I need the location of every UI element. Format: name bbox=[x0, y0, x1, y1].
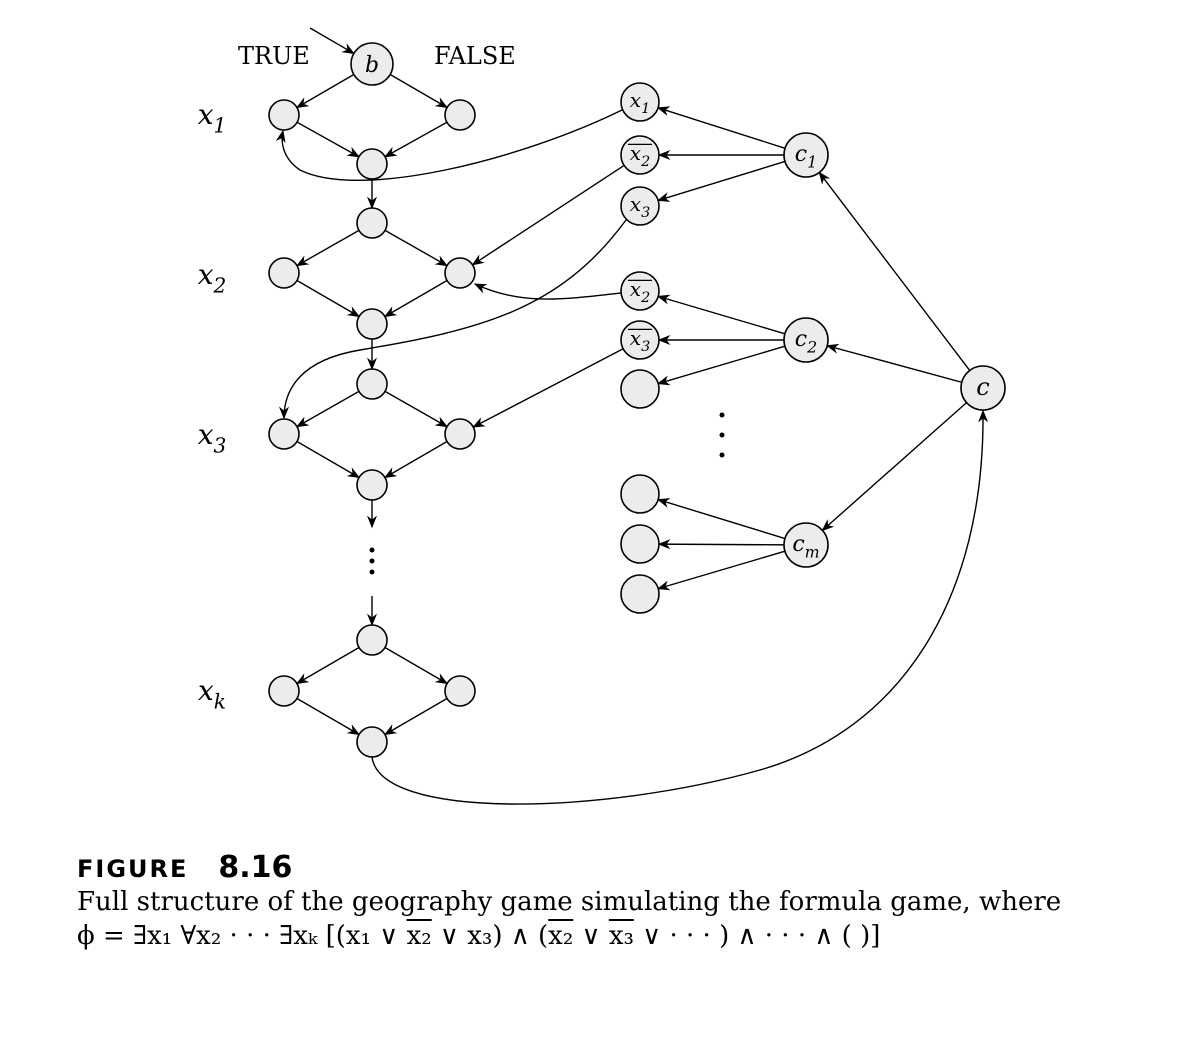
diamond-4-bottom bbox=[356, 726, 388, 758]
formula-prefix: ϕ = ∃x₁ ∀x₂ · · · ∃xₖ [(x₁ ∨ bbox=[77, 921, 407, 951]
edge-xk-bottom-to-c bbox=[371, 409, 989, 805]
figure-number: 8.16 bbox=[218, 850, 293, 885]
variable-label-4: xk bbox=[198, 674, 226, 713]
literal-label-5: x3 bbox=[630, 326, 650, 355]
blank-literal-node-2 bbox=[620, 474, 660, 514]
edge-d1-top-false bbox=[389, 73, 449, 109]
clause-label-1: c1 bbox=[795, 142, 817, 172]
variable-label-3: x3 bbox=[198, 418, 227, 457]
edge-c-c2 bbox=[826, 343, 962, 383]
literal-label-3: x3 bbox=[630, 192, 650, 221]
true-label: TRUE bbox=[238, 42, 310, 70]
vertical-ellipsis-left bbox=[369, 547, 375, 575]
blank-literal-node-4 bbox=[620, 574, 660, 614]
edge-d2-false-bottom bbox=[383, 279, 448, 318]
diamond-2-bottom bbox=[356, 308, 388, 340]
clause-node-2 bbox=[783, 317, 829, 363]
geography-game-diagram: b x1 x2 x3 xk x1 x2 x3 x2 x3 c1 c2 cm c TRUE FALSE bbox=[198, 27, 1006, 805]
edge-d2-true-bottom bbox=[296, 279, 361, 318]
diamond-3-false bbox=[444, 418, 476, 450]
diamond-2-false bbox=[444, 257, 476, 289]
edge-lit-x3-true bbox=[278, 219, 627, 420]
edge-c-c1 bbox=[818, 171, 971, 371]
edge-d4-top-false bbox=[384, 646, 449, 685]
start-node-b bbox=[350, 42, 394, 86]
clause-node-3 bbox=[783, 522, 829, 568]
edge-d4-top-true bbox=[295, 646, 360, 685]
literal-node-2 bbox=[620, 135, 660, 175]
diamond-2-top bbox=[356, 207, 388, 239]
edge-d3-false-bottom bbox=[383, 440, 448, 479]
literal-node-1 bbox=[620, 82, 660, 122]
formula-or: ∨ bbox=[573, 921, 609, 951]
root-clause-label: c bbox=[976, 373, 989, 401]
edge-d4-true-bottom bbox=[296, 697, 361, 736]
diamond-1-false bbox=[444, 99, 476, 131]
variable-label-1: x1 bbox=[198, 98, 227, 137]
literal-label-4: x2 bbox=[630, 277, 650, 306]
caption-heading: FIGURE 8.16 bbox=[77, 850, 1137, 885]
figure-word: FIGURE bbox=[77, 855, 189, 883]
edge-d4-false-bottom bbox=[383, 697, 448, 736]
diamond-2-true bbox=[268, 257, 300, 289]
literal-label-2: x2 bbox=[630, 141, 650, 170]
start-node-label: b bbox=[365, 53, 379, 78]
clause-node-1 bbox=[783, 132, 829, 178]
variable-label-2: x2 bbox=[198, 258, 227, 297]
edge-d1-top-true bbox=[295, 73, 355, 109]
caption-text: Full structure of the geography game sim… bbox=[77, 887, 1062, 917]
false-label: FALSE bbox=[434, 42, 516, 70]
root-clause-node bbox=[960, 365, 1006, 411]
edge-c2-lit1 bbox=[657, 294, 786, 335]
literal-node-5 bbox=[620, 320, 660, 360]
blank-literal-node-1 bbox=[620, 369, 660, 409]
edge-d3-top-false bbox=[384, 390, 449, 428]
edge-lit-x1-true bbox=[275, 109, 623, 181]
diamond-4-top bbox=[356, 624, 388, 656]
nodes: b x1 x2 x3 xk x1 x2 x3 x2 x3 c1 c2 cm c bbox=[198, 42, 1006, 758]
edge-lit-nx2b-false bbox=[473, 283, 622, 300]
diamond-4-false bbox=[444, 675, 476, 707]
edge-lit-nx2-false bbox=[471, 164, 625, 266]
literal-label-1: x1 bbox=[630, 88, 650, 117]
edge-d2-top-false bbox=[384, 229, 449, 267]
formula-neg-x3: x₃ bbox=[608, 921, 634, 951]
diamond-1-bottom bbox=[356, 148, 388, 180]
edge-d2-top-true bbox=[295, 229, 360, 267]
edge-d1-false-bottom bbox=[384, 121, 448, 158]
edge-cm-lit1 bbox=[656, 498, 786, 540]
formula-neg-x2: x₂ bbox=[406, 921, 432, 951]
edge-c1-lit3 bbox=[656, 160, 786, 202]
edge-c-cm bbox=[821, 402, 968, 532]
diamond-3-top bbox=[356, 368, 388, 400]
edge-cm-lit2 bbox=[657, 539, 785, 550]
edge-c1-lit1 bbox=[656, 106, 786, 149]
clause-label-3: cm bbox=[792, 532, 819, 562]
literal-node-3 bbox=[620, 186, 660, 226]
literal-node-4 bbox=[620, 271, 660, 311]
diamond-1-true bbox=[268, 99, 300, 131]
edge-lit-nx3-false bbox=[472, 348, 624, 428]
formula-neg-x2-b: x₂ bbox=[548, 921, 574, 951]
edge-cm-lit3 bbox=[657, 550, 786, 591]
edge-d3-true-bottom bbox=[296, 440, 361, 479]
diamond-3-true bbox=[268, 418, 300, 450]
edge-d3-top-true bbox=[295, 390, 360, 428]
edges bbox=[275, 27, 989, 805]
blank-literal-node-3 bbox=[620, 524, 660, 564]
formula-tail: ∨ · · · ) ∧ · · · ∧ ( )] bbox=[633, 921, 881, 951]
diamond-3-bottom bbox=[356, 469, 388, 501]
caption-formula: ϕ = ∃x₁ ∀x₂ · · · ∃xₖ [(x₁ ∨ x₂ ∨ x₃) ∧ … bbox=[77, 919, 1137, 953]
edge-c2-lit3 bbox=[657, 345, 786, 386]
clause-label-2: c2 bbox=[795, 327, 817, 357]
start-arrow bbox=[309, 27, 355, 55]
diamond-4-true bbox=[268, 675, 300, 707]
edge-d1-true-bottom bbox=[296, 121, 360, 158]
vertical-ellipsis-right bbox=[719, 412, 725, 458]
formula-mid: ∨ x₃) ∧ ( bbox=[431, 921, 549, 951]
figure-caption: FIGURE 8.16 Full structure of the geograp… bbox=[77, 850, 1137, 953]
